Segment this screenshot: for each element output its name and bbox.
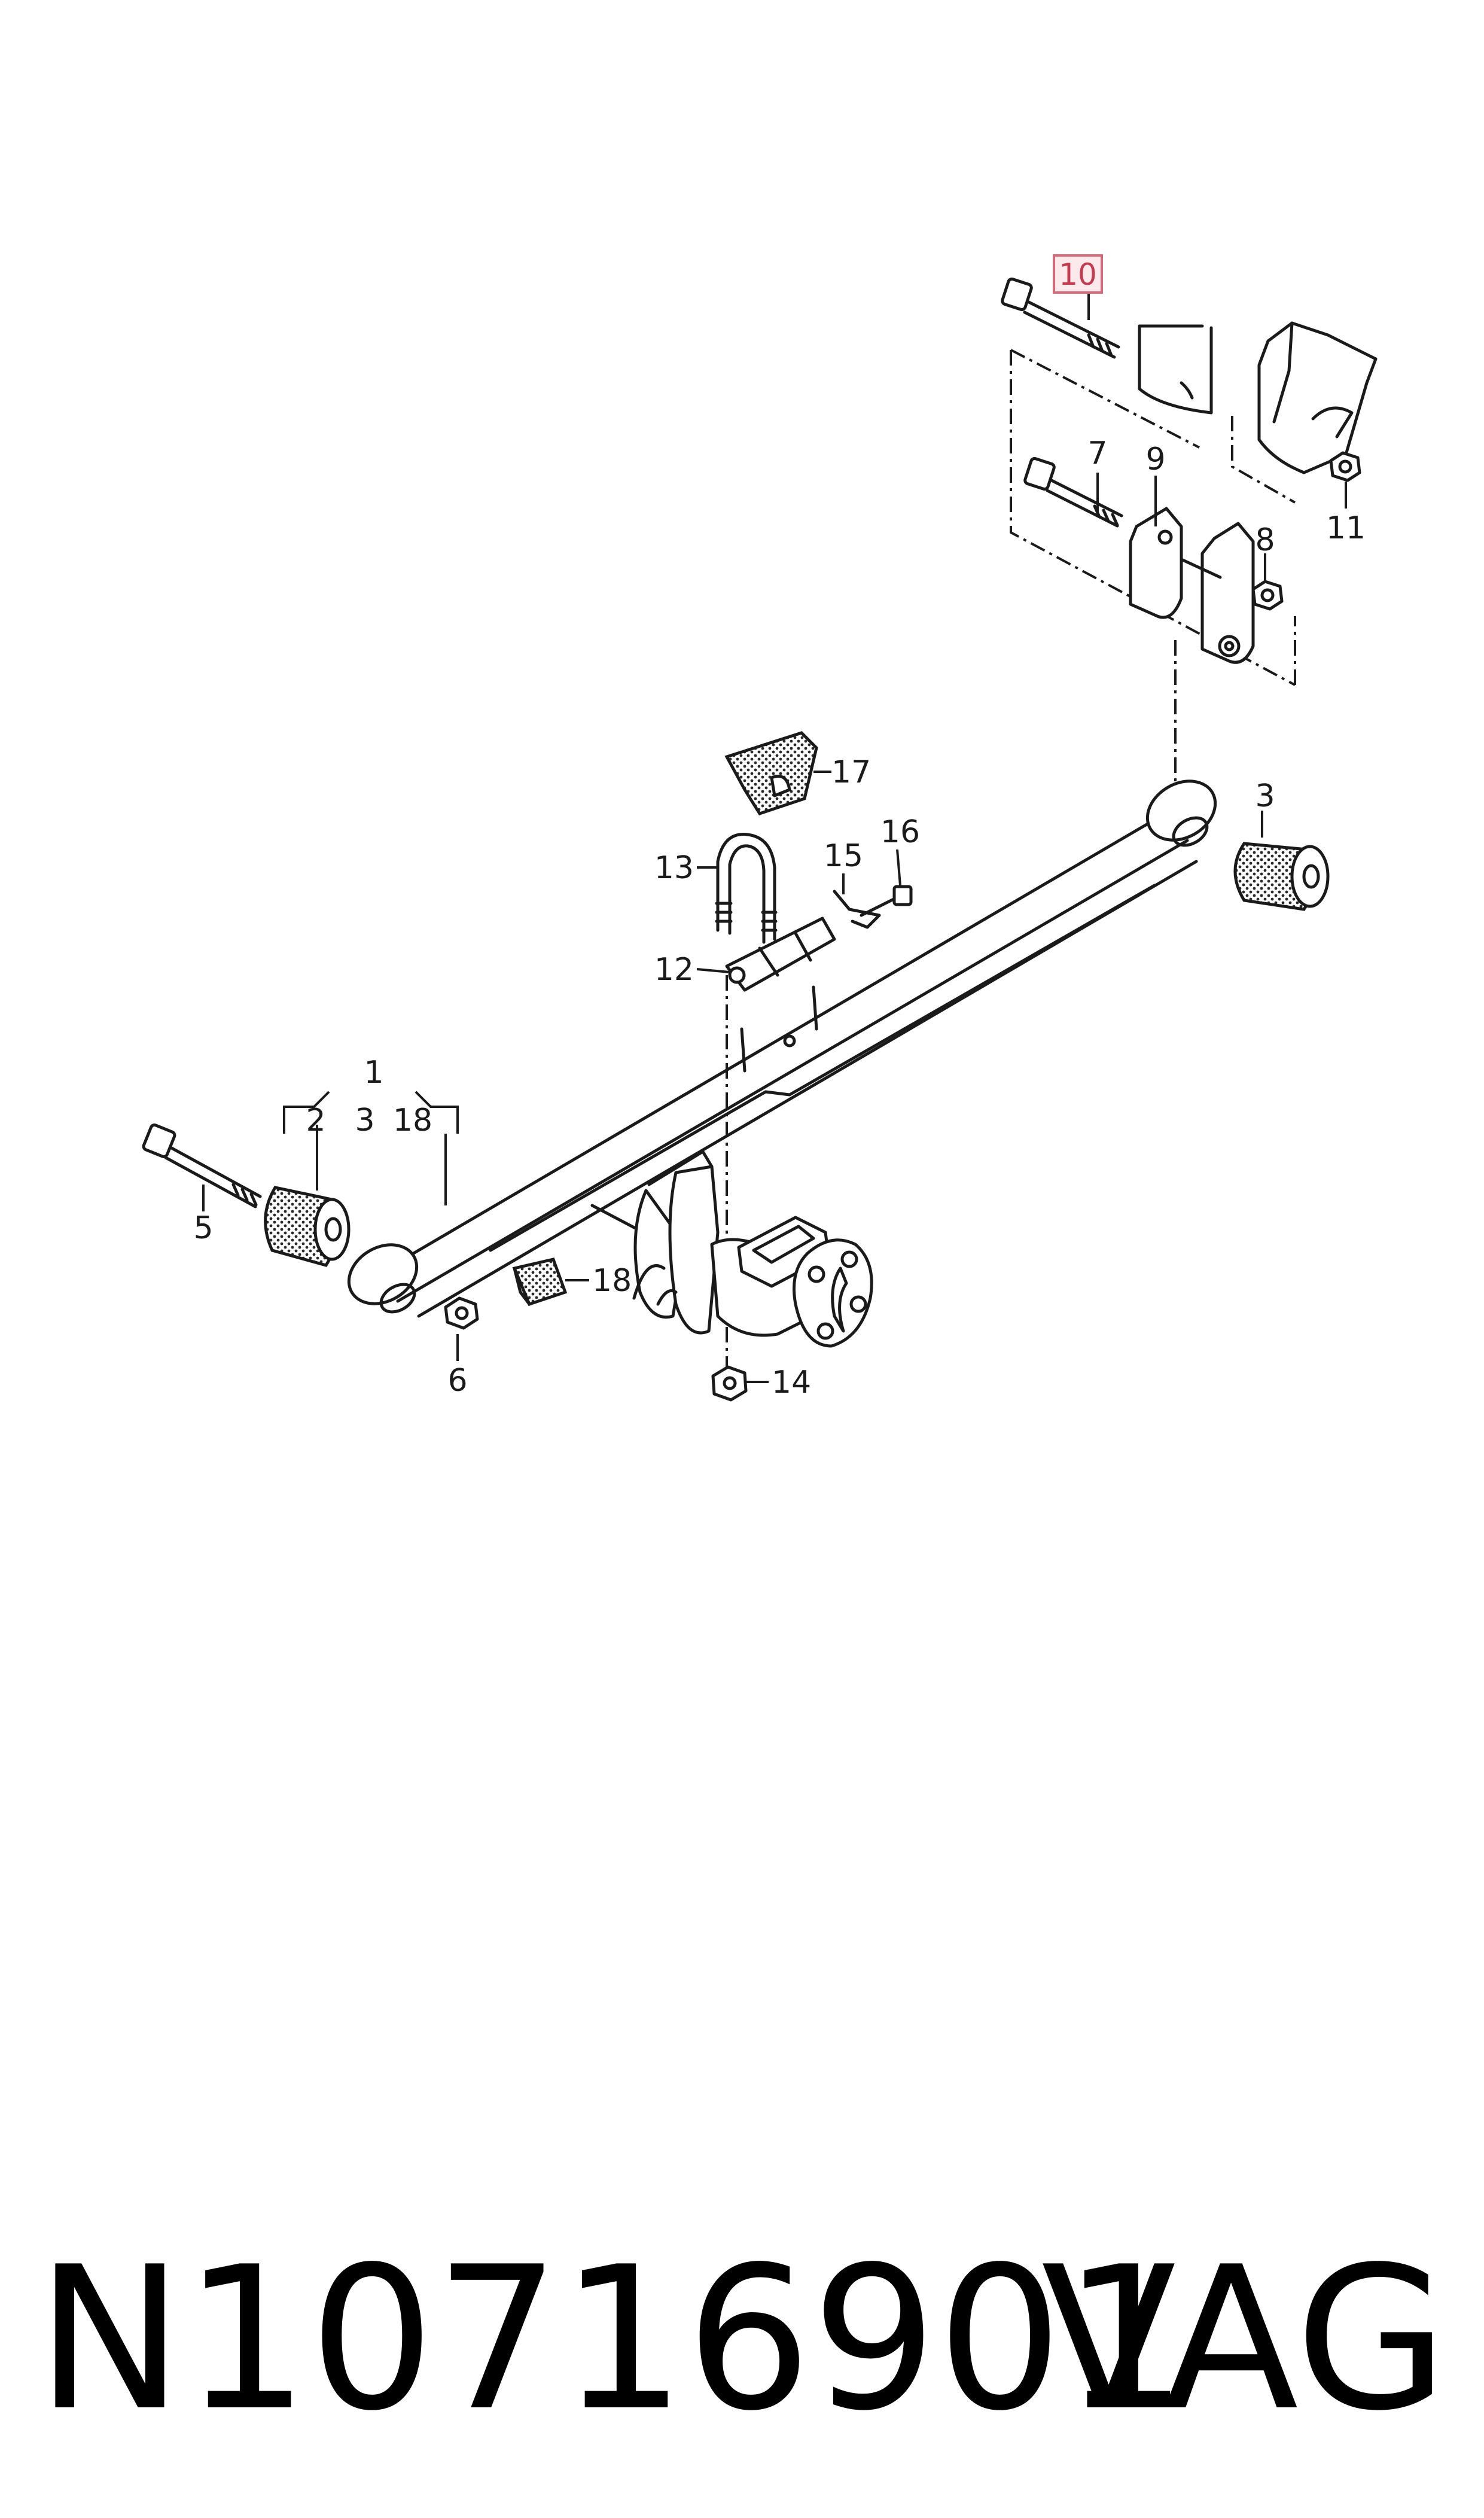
- callout-12[interactable]: 12: [654, 952, 694, 988]
- callout-18-kit[interactable]: 18: [393, 1103, 432, 1138]
- brand-name: VAG: [1041, 2224, 1448, 2454]
- footer: N10716901 VAG: [0, 2225, 1484, 2453]
- callout-10-highlight: [1053, 254, 1103, 294]
- bolt-5: [142, 1123, 262, 1208]
- assembly-boundary: [726, 349, 1296, 1370]
- callout-7[interactable]: 7: [1087, 436, 1107, 471]
- bush-3: [1233, 842, 1330, 911]
- leader-lines: [202, 287, 1347, 1383]
- u-bolt-13: [715, 833, 778, 944]
- callout-14[interactable]: 14: [772, 1365, 811, 1400]
- buffer-17: [724, 731, 818, 815]
- bolt-10: [1001, 277, 1120, 359]
- callout-10[interactable]: 10: [1059, 257, 1097, 292]
- nut-11: [1329, 451, 1361, 482]
- bracket-15: [833, 890, 881, 929]
- callout-8[interactable]: 8: [1255, 522, 1275, 558]
- callout-6[interactable]: 6: [447, 1363, 467, 1399]
- clip-18: [512, 1258, 568, 1307]
- spring-pad-12: [725, 917, 836, 992]
- leaf-spring: [347, 780, 1217, 1318]
- callout-2[interactable]: 2: [306, 1103, 325, 1138]
- callout-3-kit[interactable]: 3: [355, 1103, 374, 1138]
- callout-13[interactable]: 13: [654, 850, 694, 886]
- callout-9[interactable]: 9: [1145, 442, 1165, 477]
- callout-15[interactable]: 15: [824, 838, 863, 874]
- part-number: N10716901: [36, 2224, 1189, 2454]
- nut-8: [1251, 580, 1284, 611]
- callout-3[interactable]: 3: [1255, 778, 1275, 814]
- callout-labels: 10 7 9 8 11 17 3 13 15 16 12 1 2 3 18 5 …: [193, 254, 1366, 1400]
- axle-housing: [590, 1150, 873, 1348]
- bolt-7: [1023, 456, 1123, 528]
- bolt-16: [860, 885, 913, 917]
- callout-16[interactable]: 16: [880, 814, 920, 850]
- callout-17[interactable]: 17: [831, 754, 871, 790]
- nut-14: [711, 1365, 748, 1402]
- bush-2: [264, 1186, 351, 1267]
- shackle-9: [1129, 507, 1255, 664]
- callout-11[interactable]: 11: [1326, 510, 1366, 546]
- callout-5[interactable]: 5: [193, 1210, 213, 1246]
- nut-6: [444, 1296, 479, 1330]
- callout-18[interactable]: 18: [592, 1263, 632, 1299]
- callout-1[interactable]: 1: [364, 1055, 383, 1091]
- body-bracket: [1138, 321, 1378, 474]
